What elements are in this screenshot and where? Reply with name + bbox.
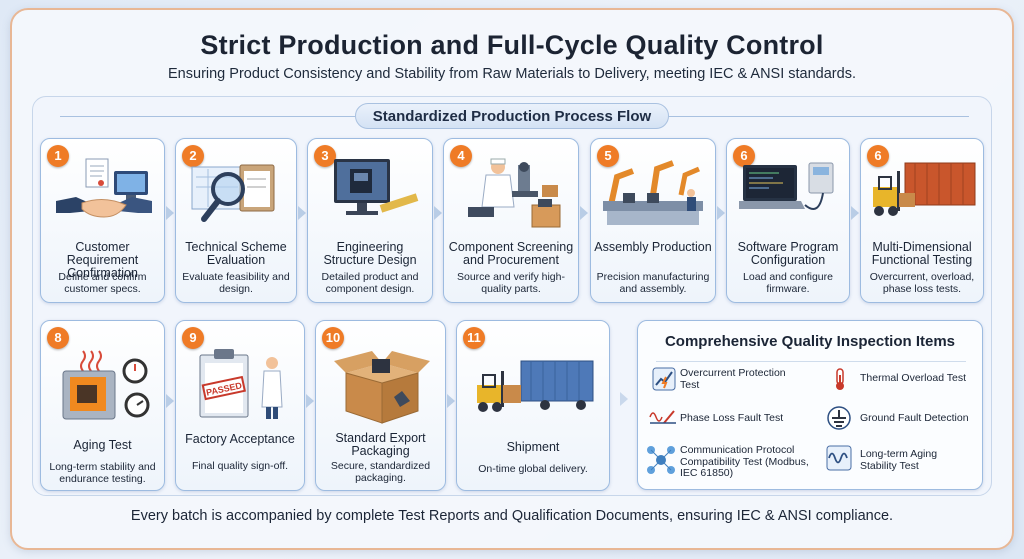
step-card-10: 10 Standard Export Packaging Secure, sta… <box>315 320 446 491</box>
step-title: Customer Requirement Confirmation <box>66 240 139 280</box>
step-number-badge: 2 <box>182 145 204 167</box>
flow-arrow <box>580 206 588 220</box>
step-card-8: 8 Aging Test Long-term stability and end… <box>40 320 165 491</box>
step-title: Technical Scheme Evaluation <box>185 240 287 267</box>
inspection-item: Communication Protocol Compatibility Tes… <box>680 444 809 479</box>
step-desc: Detailed product and component design. <box>321 271 419 295</box>
cad-monitor-icon <box>334 159 419 215</box>
flow-arrow <box>620 392 628 406</box>
step-card-2: 2 Technical Scheme Evaluation Evaluate f… <box>175 138 297 303</box>
step-number-badge: 5 <box>597 145 619 167</box>
step-card-7: 6 Multi-Dimensional Functional Testing O… <box>860 138 984 303</box>
page-title: Strict Production and Full-Cycle Quality… <box>200 30 824 60</box>
step-desc: Define and confirm customer specs. <box>58 271 147 295</box>
step-card-3: 3 Engineering Structure Design Detailed … <box>307 138 433 303</box>
divider-line <box>656 361 966 362</box>
aging-chamber-icon <box>62 350 150 420</box>
step-title: Multi-Dimensional Functional Testing <box>871 240 973 267</box>
step-desc: Precision manufacturing and assembly. <box>596 271 710 295</box>
step-title: Component Screening and Procurement <box>448 240 574 267</box>
step-desc: Evaluate feasibility and design. <box>182 271 290 295</box>
step-title: Standard Export Packaging <box>335 431 426 458</box>
step-number-badge: 11 <box>463 327 485 349</box>
divider-line <box>60 116 355 117</box>
step-number-badge: 8 <box>47 327 69 349</box>
flow-arrow <box>851 206 859 220</box>
flow-arrow <box>298 206 306 220</box>
laptop-device-icon <box>739 162 834 210</box>
shipping-truck-icon <box>477 360 594 412</box>
inspection-item: Ground Fault Detection <box>860 412 969 424</box>
flow-arrow <box>166 206 174 220</box>
passed-stamp-icon: PASSED <box>199 349 283 419</box>
flow-arrow <box>166 394 174 408</box>
thermometer-icon <box>836 368 844 390</box>
step-desc: Long-term stability and endurance testin… <box>49 461 156 485</box>
flow-arrow <box>447 394 455 408</box>
step-number-badge: 6 <box>867 145 889 167</box>
overcurrent-icon <box>652 367 676 391</box>
step-title: Engineering Structure Design <box>323 240 417 267</box>
process-flow-label: Standardized Production Process Flow <box>355 103 669 129</box>
step-desc: Final quality sign-off. <box>191 460 289 472</box>
step-title: Factory Acceptance <box>185 432 295 446</box>
step-desc: Secure, standardized packaging. <box>330 460 431 484</box>
step-number-badge: 1 <box>47 145 69 167</box>
step-number-badge: 10 <box>322 327 344 349</box>
flow-arrow <box>434 206 442 220</box>
quality-inspection-panel: Comprehensive Quality Inspection Items O… <box>637 320 983 490</box>
divider-line <box>669 116 969 117</box>
inspection-item: Thermal Overload Test <box>860 372 967 384</box>
footer-note: Every batch is accompanied by complete T… <box>130 508 894 524</box>
robot-arm-icon <box>603 160 703 225</box>
inspection-item: Phase Loss Fault Test <box>680 412 784 424</box>
step-card-6: 6 Software Program Configuration Load an… <box>726 138 850 303</box>
ground-icon <box>827 406 851 430</box>
lab-inspector-icon <box>468 158 561 228</box>
step-card-9: 9 PASSED Factory Acceptance Final qualit… <box>175 320 305 491</box>
step-desc: On-time global delivery. <box>478 463 588 475</box>
step-card-11: 11 Shipment On-time global delivery. <box>456 320 610 491</box>
step-title: Assembly Production <box>594 240 712 254</box>
step-desc: Overcurrent, overload, phase loss tests. <box>869 271 975 295</box>
network-icon <box>647 446 675 474</box>
inspection-item: Overcurrent Protection Test <box>680 367 786 391</box>
waveform-icon <box>826 445 852 471</box>
step-title: Shipment <box>506 440 560 454</box>
forklift-container-icon <box>873 162 976 216</box>
step-card-5: 5 Assembly Production Precision manufact… <box>590 138 716 303</box>
flow-arrow <box>717 206 725 220</box>
handshake-icon <box>56 158 152 218</box>
step-number-badge: 9 <box>182 327 204 349</box>
package-box-icon <box>334 351 430 424</box>
step-title: Aging Test <box>73 438 132 452</box>
step-title: Software Program Configuration <box>737 240 839 267</box>
step-number-badge: 6 <box>733 145 755 167</box>
magnifier-blueprint-icon <box>191 164 275 222</box>
step-card-1: 1 Customer Requirement Confirmation Defi… <box>40 138 165 303</box>
phase-loss-icon <box>649 410 676 424</box>
step-number-badge: 4 <box>450 145 472 167</box>
step-desc: Source and verify high-quality parts. <box>457 271 565 295</box>
inspection-item: Long-term Aging Stability Test <box>860 448 938 472</box>
page-subtitle: Ensuring Product Consistency and Stabili… <box>168 66 856 82</box>
step-card-4: 4 Component Screening and Procurement So… <box>443 138 579 303</box>
flow-arrow <box>306 394 314 408</box>
step-number-badge: 3 <box>314 145 336 167</box>
step-desc: Load and configure firmware. <box>743 271 833 295</box>
inspection-title: Comprehensive Quality Inspection Items <box>664 333 956 350</box>
